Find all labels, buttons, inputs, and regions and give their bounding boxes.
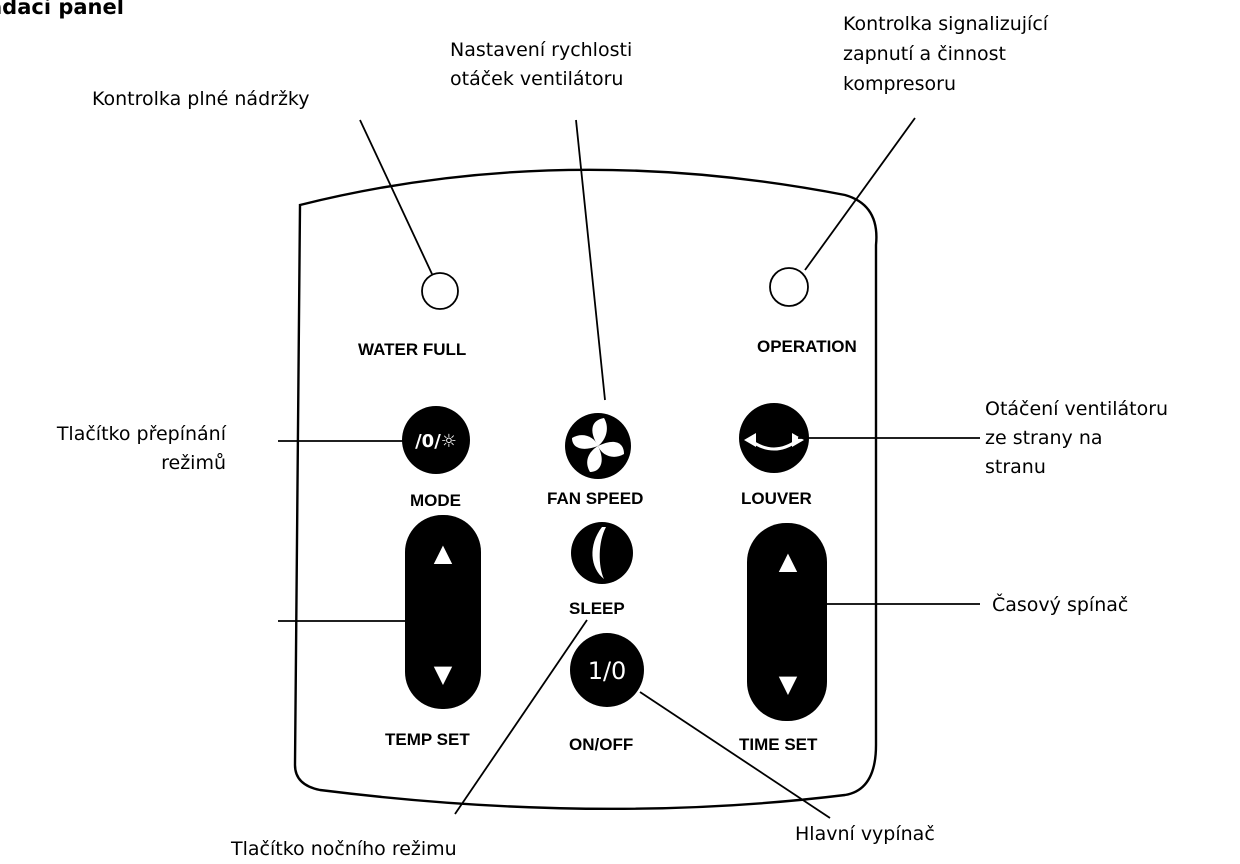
- callout-timer: Časový spínač: [992, 592, 1128, 616]
- on-off-label: ON/OFF: [569, 735, 633, 754]
- sleep-label: SLEEP: [569, 599, 625, 618]
- callout-louver-2: ze strany na: [985, 427, 1103, 449]
- time-up-icon[interactable]: ▲: [779, 547, 798, 575]
- page-heading: adací panel: [0, 0, 124, 19]
- louver-button[interactable]: [739, 403, 809, 473]
- operation-label: OPERATION: [757, 337, 857, 356]
- operation-indicator-icon: [769, 267, 809, 307]
- leader-lines: [278, 117, 980, 819]
- fan-speed-label: FAN SPEED: [547, 489, 643, 508]
- mode-label: MODE: [410, 491, 461, 510]
- water-full-label: WATER FULL: [358, 340, 466, 359]
- callout-mode-2: režimů: [161, 452, 226, 474]
- callout-operation-1: Kontrolka signalizující: [843, 13, 1049, 35]
- callout-operation-3: kompresoru: [843, 73, 956, 95]
- temp-set-rocker[interactable]: ▲ ▼: [405, 515, 481, 709]
- callout-louver-3: stranu: [985, 456, 1046, 478]
- on-off-button[interactable]: 1/0: [570, 633, 644, 707]
- temp-down-icon[interactable]: ▼: [434, 660, 453, 688]
- callout-water-full: Kontrolka plné nádržky: [92, 88, 310, 110]
- fan-speed-button[interactable]: [565, 413, 631, 479]
- callout-fan-speed-1: Nastavení rychlosti: [450, 39, 632, 61]
- mode-button[interactable]: /0/☼: [402, 406, 470, 474]
- louver-swing-icon: [744, 433, 804, 451]
- callout-fan-speed-2: otáček ventilátoru: [450, 68, 623, 90]
- time-set-rocker[interactable]: ▲ ▼: [747, 523, 827, 721]
- louver-label: LOUVER: [741, 489, 812, 508]
- moon-icon: [592, 527, 606, 579]
- temp-set-label: TEMP SET: [385, 730, 470, 749]
- temp-up-icon[interactable]: ▲: [434, 539, 453, 567]
- sleep-button[interactable]: [571, 522, 633, 584]
- mode-icon: /0/☼: [415, 431, 457, 452]
- time-down-icon[interactable]: ▼: [779, 670, 798, 698]
- callout-main-switch: Hlavní vypínač: [795, 823, 935, 845]
- callout-operation-2: zapnutí a činnost: [843, 43, 1006, 65]
- callout-louver-1: Otáčení ventilátoru: [985, 398, 1168, 420]
- callout-sleep: Tlačítko nočního režimu: [230, 838, 457, 860]
- water-full-indicator-icon: [421, 272, 459, 310]
- power-icon: 1/0: [588, 657, 627, 685]
- fan-icon: [572, 418, 624, 472]
- time-set-label: TIME SET: [739, 735, 818, 754]
- callout-mode-1: Tlačítko přepínání: [56, 423, 227, 445]
